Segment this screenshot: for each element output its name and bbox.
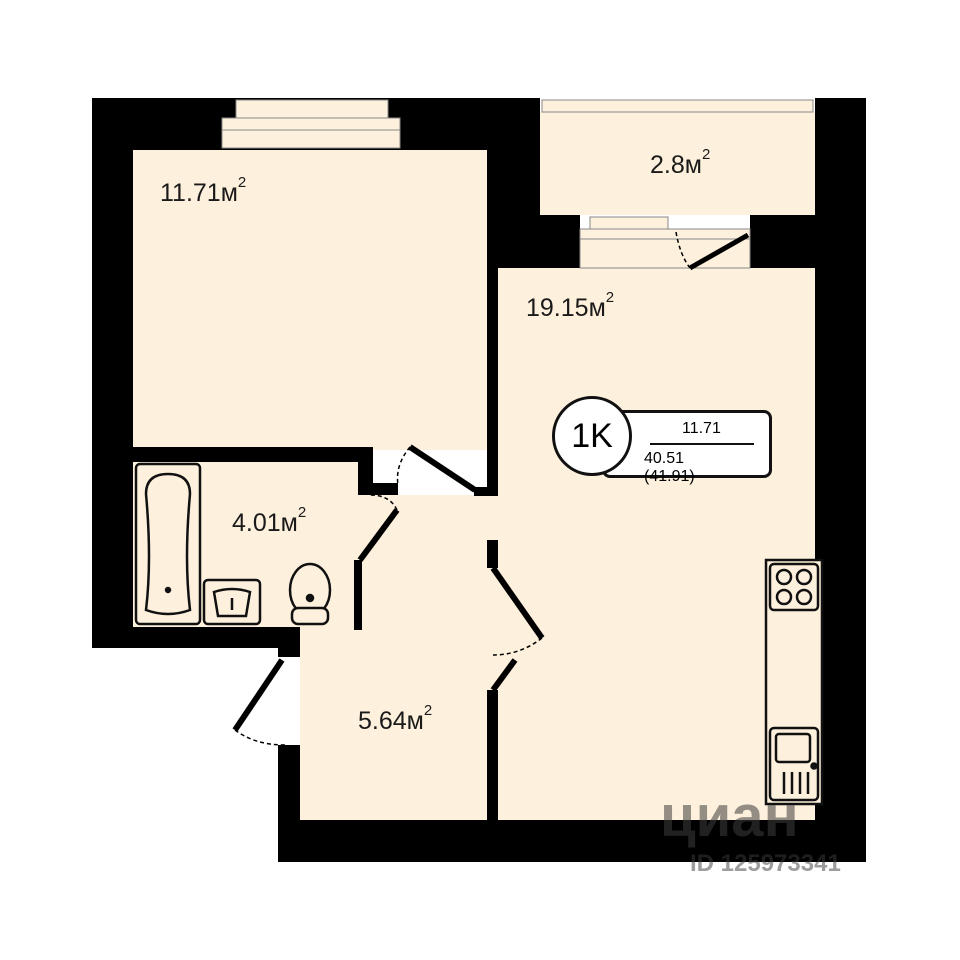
toilet-icon xyxy=(288,562,332,626)
room-label-kitchen: 19.15м2 xyxy=(526,289,615,322)
room-label-bedroom: 11.71м2 xyxy=(160,174,247,207)
doors xyxy=(232,231,750,746)
room-label-hallway: 5.64м2 xyxy=(358,702,433,735)
watermark-logo: циан xyxy=(660,784,799,849)
living-area: 11.71 xyxy=(682,420,721,437)
room-label-bathroom: 4.01м2 xyxy=(232,504,307,537)
floor-bedroom xyxy=(133,150,489,450)
floor-balcony xyxy=(540,112,815,215)
room-label-balcony: 2.8м2 xyxy=(650,146,711,179)
kitchen-sink-icon xyxy=(768,726,820,802)
watermark-id: ID 125973341 xyxy=(690,850,841,877)
window-bedroom xyxy=(221,99,401,149)
balcony-door xyxy=(541,99,814,269)
fraction-line xyxy=(650,443,754,445)
room-type: 1K xyxy=(552,396,632,476)
total-area: 40.51 (41.91) xyxy=(644,450,695,485)
floor-hallway-upper xyxy=(360,495,500,635)
sink-icon xyxy=(202,578,262,626)
bathtub-icon xyxy=(134,462,202,626)
